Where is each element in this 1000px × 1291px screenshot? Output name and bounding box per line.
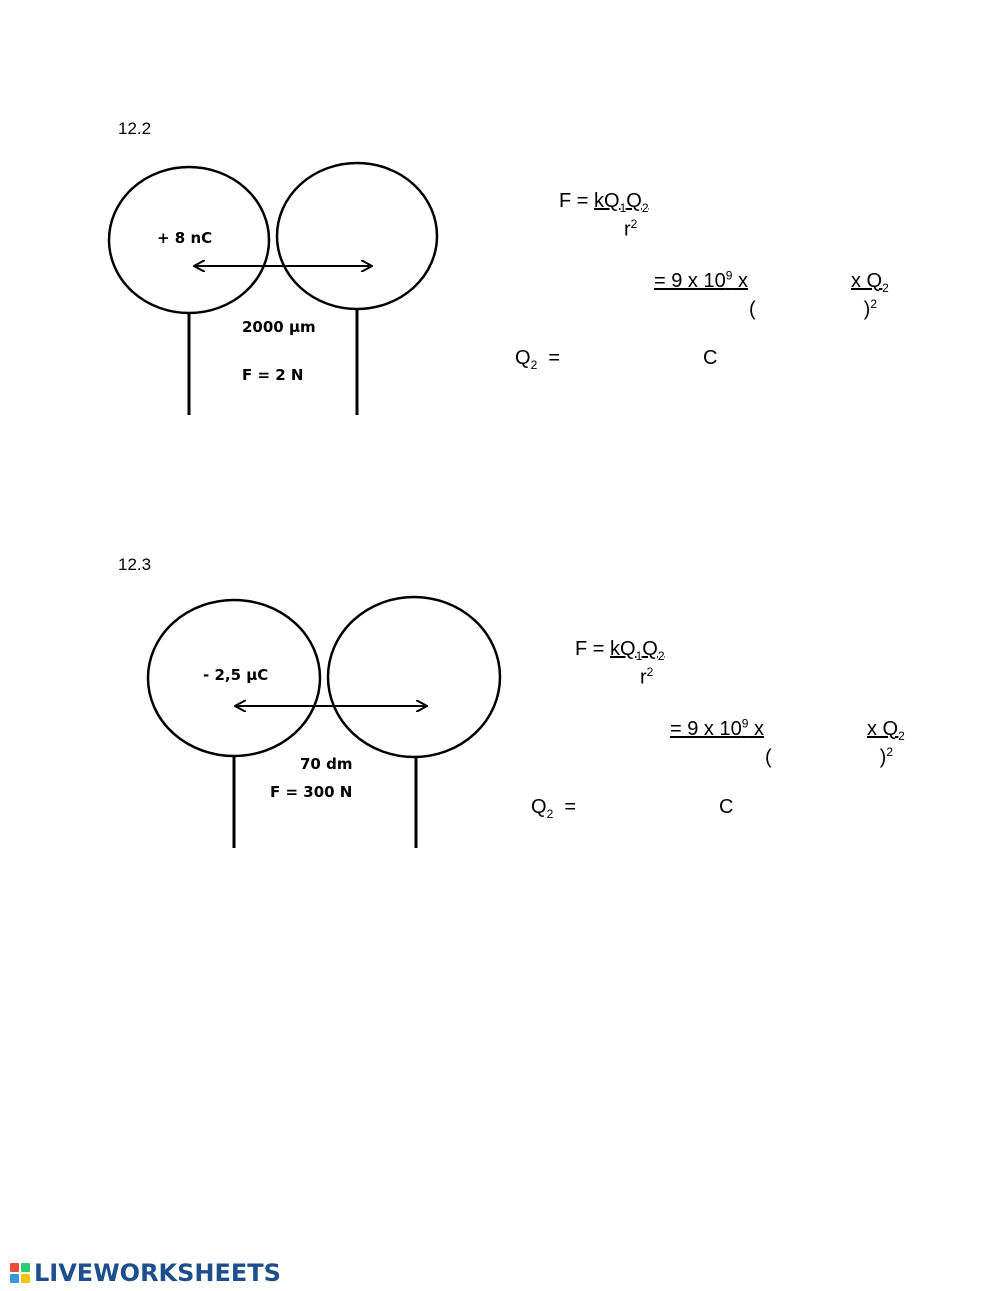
superscript-2: 2 [886,745,894,759]
formula-numerator: kQ1Q2 [610,638,665,663]
exponent-9: 9 [741,716,749,730]
open-paren: ( [749,298,756,321]
diagram-12-2: + 8 nC 2000 µm F = 2 N [107,161,439,415]
unit-coulomb: C [703,347,718,369]
q2-label: Q [531,796,547,818]
superscript-2: 2 [646,665,654,679]
diagram-12-3: - 2,5 µC 70 dm F = 300 N [146,595,502,848]
q2-equals: = [553,796,577,818]
denominator-r: r [640,666,647,689]
times-x: x [748,717,764,740]
close-paren: ) [879,746,887,769]
formula-numerator: kQ1Q2 [594,190,649,215]
denominator-r: r [624,218,631,241]
exponent-9: 9 [725,268,733,282]
formula-denominator: r2 [624,217,637,242]
numerator-kq: kQ [594,190,620,212]
q2-answer-line: Q2 = C [515,347,718,372]
nine-times-ten: = 9 x 10 [654,269,726,292]
close-paren: ) [863,298,871,321]
problem-number: 12.3 [118,555,152,574]
times-x: x [732,269,748,292]
f-equals: F = [575,638,611,660]
subscript-2: 2 [882,280,889,295]
charge-label: - 2,5 µC [203,666,268,684]
problem-number: 12.2 [118,119,152,138]
superscript-2: 2 [870,297,878,311]
brand-name: LIVEWORKSHEETS [34,1259,281,1287]
q2-answer-line: Q2 = C [531,796,734,821]
numerator-q: Q [642,638,658,660]
denominator-parens: ()2 [749,297,877,322]
formula-denominator: r2 [640,665,653,690]
coulomb-formula: F = kQ1Q2 [575,638,665,663]
subscript-2: 2 [657,649,665,663]
distance-label: 2000 µm [242,318,316,336]
coulomb-formula: F = kQ1Q2 [559,190,649,215]
numerator-q: Q [626,190,642,212]
subscript-2: 2 [530,358,538,372]
unit-coulomb: C [719,796,734,818]
numerator-kq: kQ [610,638,636,660]
open-paren: ( [765,746,772,769]
distance-label: 70 dm [300,755,352,773]
substitution-numerator: = 9 x 109 x x Q2 [670,716,905,743]
force-label: F = 300 N [270,783,352,801]
charge-label: + 8 nC [157,229,212,247]
times-q: x Q [850,269,883,292]
nine-times-ten: = 9 x 10 [670,717,742,740]
superscript-2: 2 [630,217,638,231]
subscript-2: 2 [546,807,554,821]
times-q: x Q [866,717,899,740]
subscript-1: 1 [619,201,627,215]
subscript-1: 1 [635,649,643,663]
q2-equals: = [537,347,561,369]
logo-mark-icon [10,1263,30,1283]
subscript-2: 2 [898,728,905,743]
substitution-numerator: = 9 x 109 x x Q2 [654,268,889,295]
subscript-2: 2 [641,201,649,215]
liveworksheets-logo: LIVEWORKSHEETS [10,1259,281,1287]
substitution-line: = 9 x 109 x x Q2 [670,716,905,743]
sphere-right [326,595,502,759]
denominator-parens: ()2 [765,745,893,770]
q2-label: Q [515,347,531,369]
sphere-right [275,161,439,311]
substitution-line: = 9 x 109 x x Q2 [654,268,889,295]
f-equals: F = [559,190,595,212]
force-label: F = 2 N [242,366,303,384]
